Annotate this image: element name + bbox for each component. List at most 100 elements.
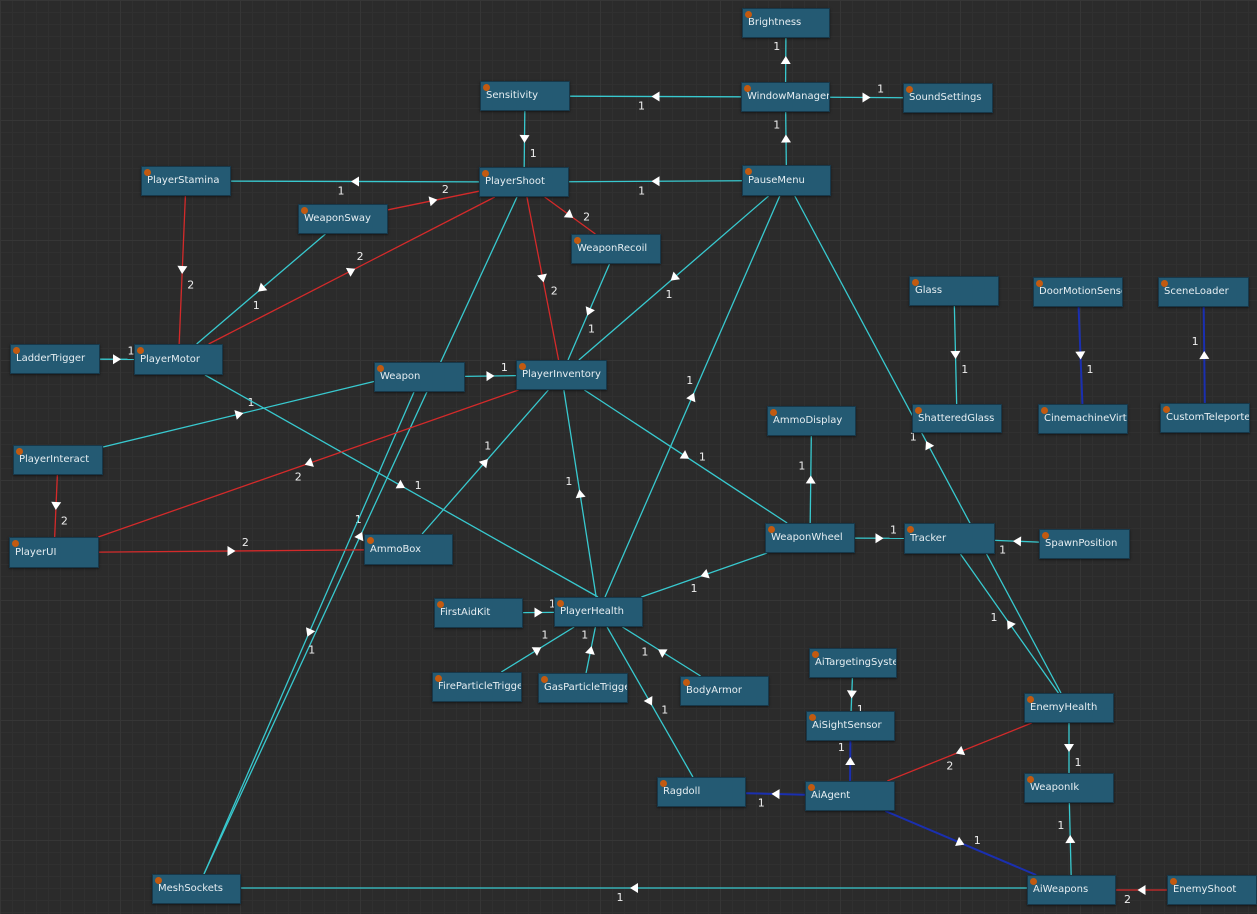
node-ragdoll[interactable]: Ragdoll bbox=[657, 777, 746, 807]
edge-weapon-meshsockets: 1 bbox=[203, 391, 415, 875]
node-glass[interactable]: Glass bbox=[909, 276, 999, 306]
node-sceneloader[interactable]: SceneLoader bbox=[1158, 277, 1249, 307]
node-fireparticletrigger[interactable]: FireParticleTrigger bbox=[432, 672, 522, 702]
node-aisightsensor[interactable]: AiSightSensor bbox=[806, 711, 895, 741]
node-enemyhealth[interactable]: EnemyHealth bbox=[1024, 693, 1114, 723]
node-bodyarmor[interactable]: BodyArmor bbox=[680, 676, 769, 706]
edge-weaponsway-playermotor: 1 bbox=[196, 233, 326, 345]
edge-multiplicity-label: 1 bbox=[338, 185, 345, 198]
node-port-icon[interactable] bbox=[483, 84, 490, 91]
edge-multiplicity-label: 1 bbox=[798, 459, 805, 472]
node-port-icon[interactable] bbox=[1027, 696, 1034, 703]
edge-arrow-icon bbox=[563, 209, 574, 218]
edge-arrow-icon bbox=[651, 176, 660, 187]
node-port-icon[interactable] bbox=[377, 365, 384, 372]
node-port-icon[interactable] bbox=[13, 347, 20, 354]
node-title: SpawnPosition bbox=[1045, 538, 1118, 549]
node-ammodisplay[interactable]: AmmoDisplay bbox=[767, 406, 856, 436]
node-enemyshoot[interactable]: EnemyShoot bbox=[1167, 875, 1257, 905]
node-cinemachinevirtual[interactable]: CinemachineVirtual bbox=[1038, 404, 1128, 434]
node-port-icon[interactable] bbox=[1042, 532, 1049, 539]
node-port-icon[interactable] bbox=[1170, 878, 1177, 885]
node-aiweapons[interactable]: AiWeapons bbox=[1027, 875, 1116, 905]
node-gasparticletrigger[interactable]: GasParticleTrigger bbox=[538, 673, 628, 703]
node-port-icon[interactable] bbox=[541, 676, 548, 683]
node-shatteredglass[interactable]: ShatteredGlass bbox=[912, 404, 1002, 433]
node-tracker[interactable]: Tracker bbox=[904, 523, 995, 554]
node-port-icon[interactable] bbox=[367, 537, 374, 544]
node-customteleporter[interactable]: CustomTeleporter bbox=[1160, 403, 1250, 433]
node-ammobox[interactable]: AmmoBox bbox=[364, 534, 453, 565]
node-port-icon[interactable] bbox=[683, 679, 690, 686]
node-port-icon[interactable] bbox=[1030, 878, 1037, 885]
node-title: Brightness bbox=[748, 17, 802, 28]
node-port-icon[interactable] bbox=[437, 601, 444, 608]
node-laddertrigger[interactable]: LadderTrigger bbox=[10, 344, 100, 374]
node-playershoot[interactable]: PlayerShoot bbox=[479, 167, 569, 197]
edge-firstaidkit-playerhealth: 1 bbox=[522, 597, 556, 618]
node-pausemenu[interactable]: PauseMenu bbox=[742, 165, 831, 196]
node-windowmanager[interactable]: WindowManager bbox=[741, 82, 830, 112]
node-port-icon[interactable] bbox=[144, 169, 151, 176]
node-playerui[interactable]: PlayerUI bbox=[9, 537, 99, 568]
node-playerinventory[interactable]: PlayerInventory bbox=[516, 360, 607, 390]
node-port-icon[interactable] bbox=[744, 85, 751, 92]
node-playerstamina[interactable]: PlayerStamina bbox=[141, 166, 231, 196]
node-playerinteract[interactable]: PlayerInteract bbox=[13, 445, 103, 475]
node-weaponsway[interactable]: WeaponSway bbox=[298, 204, 388, 234]
node-brightness[interactable]: Brightness bbox=[742, 8, 830, 38]
edge-multiplicity-label: 1 bbox=[638, 184, 645, 197]
node-doormotionsensor[interactable]: DoorMotionSensor bbox=[1033, 277, 1123, 307]
node-sensitivity[interactable]: Sensitivity bbox=[480, 81, 570, 111]
node-port-icon[interactable] bbox=[137, 347, 144, 354]
node-port-icon[interactable] bbox=[809, 714, 816, 721]
node-playermotor[interactable]: PlayerMotor bbox=[134, 344, 223, 375]
node-port-icon[interactable] bbox=[482, 170, 489, 177]
edge-playerhealth-ragdoll: 1 bbox=[606, 626, 694, 778]
node-weaponrecoil[interactable]: WeaponRecoil bbox=[571, 234, 661, 264]
node-port-icon[interactable] bbox=[660, 780, 667, 787]
node-title: WindowManager bbox=[747, 91, 830, 102]
node-port-icon[interactable] bbox=[768, 526, 775, 533]
node-aitargetingsystem[interactable]: AiTargetingSystem bbox=[809, 648, 897, 678]
edge-arrow-icon bbox=[630, 883, 638, 893]
node-port-icon[interactable] bbox=[574, 237, 581, 244]
node-port-icon[interactable] bbox=[912, 279, 919, 286]
node-port-icon[interactable] bbox=[1163, 406, 1170, 413]
node-port-icon[interactable] bbox=[1041, 407, 1048, 414]
node-port-icon[interactable] bbox=[301, 207, 308, 214]
node-meshsockets[interactable]: MeshSockets bbox=[152, 874, 241, 904]
node-soundsettings[interactable]: SoundSettings bbox=[903, 83, 993, 113]
node-port-icon[interactable] bbox=[1027, 776, 1034, 783]
edge-pausemenu-playerinventory: 1 bbox=[578, 195, 769, 361]
edge-multiplicity-label: 1 bbox=[999, 544, 1006, 557]
edge-playermotor-playerhealth: 1 bbox=[204, 374, 599, 598]
node-firstaidkit[interactable]: FirstAidKit bbox=[434, 598, 523, 628]
node-port-icon[interactable] bbox=[557, 600, 564, 607]
edge-aiagent-aiweapons: 1 bbox=[884, 810, 1037, 876]
edge-aiagent-aisightsensor: 1 bbox=[838, 741, 856, 782]
node-aiagent[interactable]: AiAgent bbox=[805, 781, 895, 811]
node-port-icon[interactable] bbox=[907, 526, 914, 533]
node-port-icon[interactable] bbox=[435, 675, 442, 682]
node-port-icon[interactable] bbox=[155, 877, 162, 884]
node-port-icon[interactable] bbox=[906, 86, 913, 93]
node-spawnposition[interactable]: SpawnPosition bbox=[1039, 529, 1130, 559]
node-weaponwheel[interactable]: WeaponWheel bbox=[765, 523, 855, 553]
node-playerhealth[interactable]: PlayerHealth bbox=[554, 597, 643, 627]
node-port-icon[interactable] bbox=[915, 407, 922, 414]
edge-multiplicity-label: 2 bbox=[551, 285, 558, 298]
node-port-icon[interactable] bbox=[1036, 280, 1043, 287]
node-port-icon[interactable] bbox=[745, 168, 752, 175]
node-port-icon[interactable] bbox=[16, 448, 23, 455]
node-port-icon[interactable] bbox=[770, 409, 777, 416]
node-port-icon[interactable] bbox=[12, 540, 19, 547]
node-port-icon[interactable] bbox=[808, 784, 815, 791]
node-weapon[interactable]: Weapon bbox=[374, 362, 465, 392]
node-port-icon[interactable] bbox=[812, 651, 819, 658]
node-port-icon[interactable] bbox=[745, 11, 752, 18]
node-port-icon[interactable] bbox=[519, 363, 526, 370]
node-weaponik[interactable]: WeaponIk bbox=[1024, 773, 1114, 803]
node-port-icon[interactable] bbox=[1161, 280, 1168, 287]
